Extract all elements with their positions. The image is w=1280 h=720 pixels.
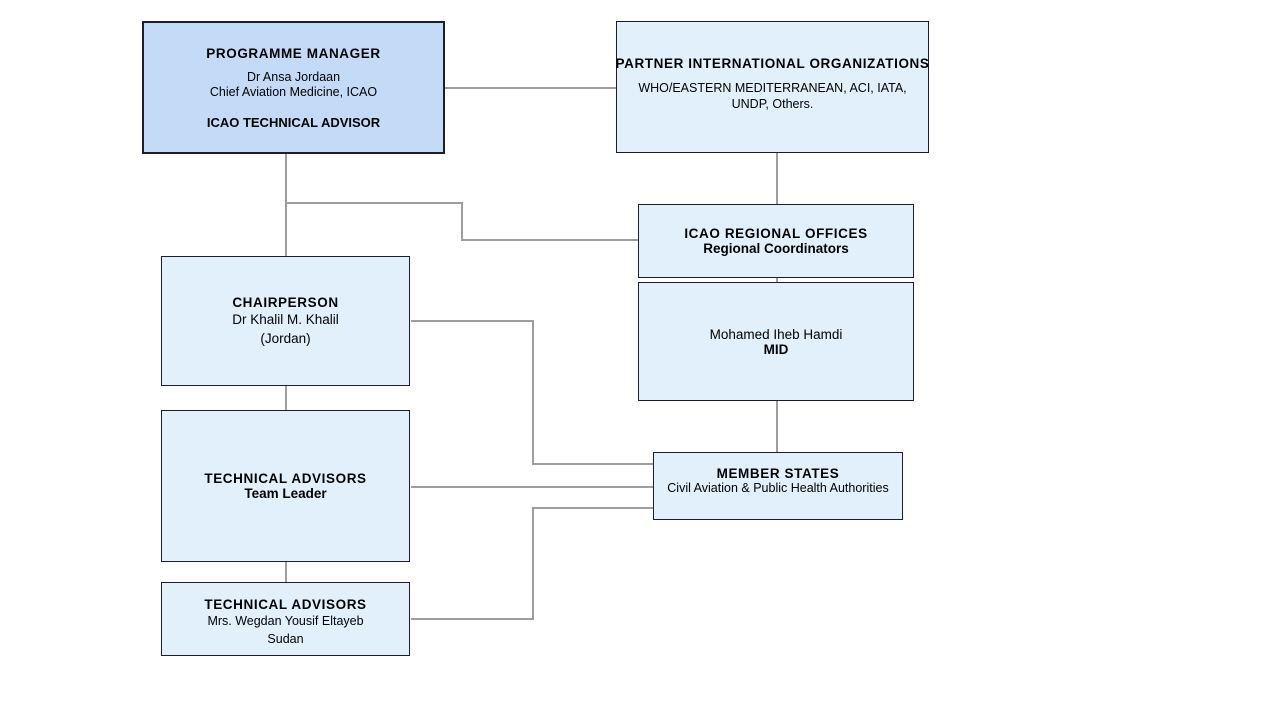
- programme-manager-name: Dr Ansa Jordaan: [246, 69, 341, 84]
- technical-advisors-sudan-name: Mrs. Wegdan Yousif Eltayeb: [207, 614, 364, 628]
- technical-advisors-sudan-country: Sudan: [267, 632, 304, 646]
- node-icao-regional-offices[interactable]: ICAO REGIONAL OFFICES Regional Coordinat…: [638, 204, 914, 278]
- regional-offices-title: ICAO REGIONAL OFFICES: [684, 226, 868, 241]
- chairperson-title: CHAIRPERSON: [232, 294, 339, 310]
- connector-pm-to-regional: [286, 202, 638, 241]
- chairperson-country: (Jordan): [260, 330, 311, 346]
- node-technical-advisors-sudan[interactable]: TECHNICAL ADVISORS Mrs. Wegdan Yousif El…: [161, 582, 410, 656]
- partner-orgs-list-line-1: WHO/EASTERN MEDITERRANEAN, ACI, IATA,: [638, 81, 907, 95]
- node-technical-advisors-team-leader[interactable]: TECHNICAL ADVISORS Team Leader: [161, 410, 410, 562]
- member-states-title: MEMBER STATES: [716, 466, 840, 481]
- node-partner-international-organizations[interactable]: PARTNER INTERNATIONAL ORGANIZATIONS WHO/…: [616, 21, 929, 153]
- programme-manager-position: Chief Aviation Medicine, ICAO: [209, 84, 378, 99]
- connector-sudan-to-member-states: [411, 507, 653, 620]
- technical-advisors-lead-role: Team Leader: [244, 486, 327, 501]
- programme-manager-title: PROGRAMME MANAGER: [206, 45, 381, 61]
- partner-orgs-list-line-2: UNDP, Others.: [731, 97, 814, 111]
- node-programme-manager[interactable]: PROGRAMME MANAGER Dr Ansa Jordaan Chief …: [142, 21, 445, 154]
- programme-manager-role: ICAO TECHNICAL ADVISOR: [206, 114, 381, 130]
- connector-chairperson-to-member-states: [411, 320, 653, 465]
- member-states-subtitle: Civil Aviation & Public Health Authoriti…: [667, 481, 889, 495]
- chairperson-name: Dr Khalil M. Khalil: [232, 311, 339, 327]
- node-chairperson[interactable]: CHAIRPERSON Dr Khalil M. Khalil (Jordan): [161, 256, 410, 386]
- mid-person-name: Mohamed Iheb Hamdi: [709, 326, 843, 342]
- regional-offices-subtitle: Regional Coordinators: [703, 241, 849, 256]
- technical-advisors-lead-title: TECHNICAL ADVISORS: [204, 471, 367, 486]
- technical-advisors-sudan-title: TECHNICAL ADVISORS: [204, 597, 367, 612]
- node-member-states[interactable]: MEMBER STATES Civil Aviation & Public He…: [653, 452, 903, 520]
- partner-orgs-title: PARTNER INTERNATIONAL ORGANIZATIONS: [615, 56, 930, 71]
- node-mid[interactable]: Mohamed Iheb Hamdi MID: [638, 282, 914, 401]
- mid-label: MID: [763, 341, 789, 357]
